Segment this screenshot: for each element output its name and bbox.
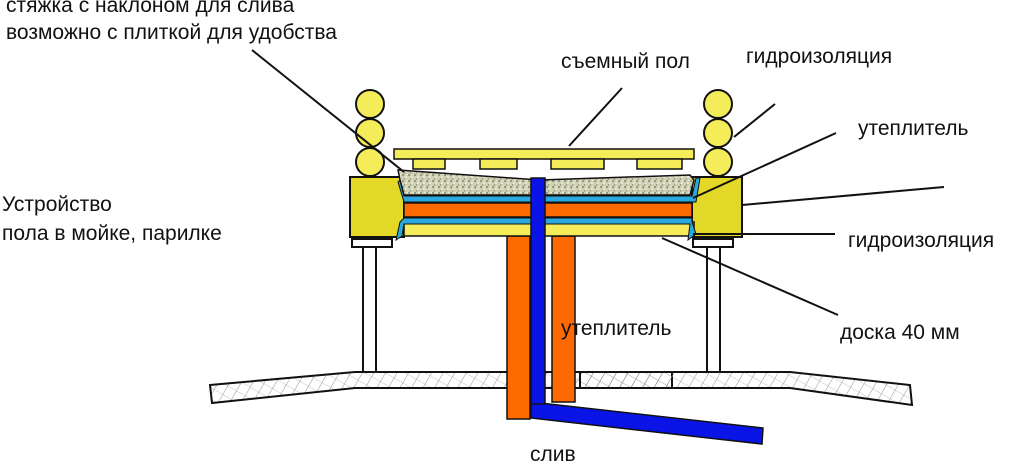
label-waterproofing-top: гидроизоляция [746, 45, 893, 68]
log-right-2 [703, 118, 733, 148]
leader-waterproofing-top [733, 103, 776, 138]
floor-batten-4 [636, 158, 683, 170]
label-drain: слив [530, 443, 576, 466]
beam-left [349, 176, 405, 238]
title-line2: пола в мойке, парилке [2, 222, 222, 245]
log-right-3 [703, 147, 733, 177]
label-screed-line2: возможно с плиткой для удобства [6, 21, 337, 44]
title-line1: Устройство [2, 193, 112, 216]
label-screed-line1: стяжка с наклоном для слива [6, 0, 295, 17]
label-insulation-pipe: утеплитель [561, 317, 672, 340]
post-pad-left [351, 238, 393, 248]
removable-floor-deck [393, 148, 695, 160]
log-left-1 [355, 89, 385, 119]
label-removable-floor: съемный пол [561, 50, 690, 73]
floor-batten-2 [479, 158, 518, 170]
leader-removable-floor [568, 87, 623, 147]
waterproofing-lower [395, 217, 697, 242]
log-right-1 [703, 89, 733, 119]
label-insulation-top: утеплитель [858, 117, 969, 140]
leader-insulation-top [692, 132, 837, 199]
leader-board [661, 237, 839, 316]
floor-batten-3 [550, 158, 605, 170]
insulation-layer [403, 202, 693, 218]
ground-slab-right [579, 371, 914, 407]
post-left [362, 246, 377, 373]
label-board: доска 40 мм [840, 321, 960, 344]
post-pad-right [692, 238, 734, 248]
log-left-3 [355, 147, 385, 177]
drain-pipe-outlet [530, 401, 764, 445]
post-right [706, 246, 721, 373]
floor-batten-1 [412, 158, 446, 170]
pipe-insulation-left [506, 235, 531, 420]
waterproofing-upper [397, 177, 701, 203]
drain-pipe-vertical [530, 177, 546, 405]
label-waterproofing-bottom: гидроизоляция [848, 229, 995, 252]
leader-screed [251, 49, 405, 173]
log-left-2 [355, 118, 385, 148]
screed-layer [397, 169, 695, 196]
leader-beam [741, 186, 945, 206]
